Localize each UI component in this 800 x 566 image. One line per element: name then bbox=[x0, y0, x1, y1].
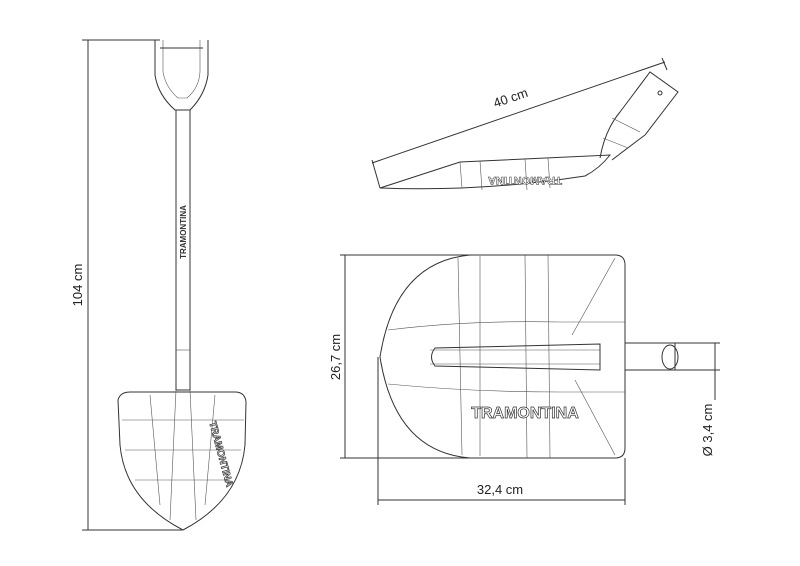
full-shovel-view: 104 cm TRAMONTINA TRAMONTINA bbox=[70, 39, 247, 531]
blade-width-label: 32,4 cm bbox=[477, 482, 523, 497]
shaft-brand-text: TRAMONTINA bbox=[179, 205, 188, 259]
socket-side-profile bbox=[599, 71, 679, 161]
side-view: 40 cm TRAMONTINA bbox=[371, 57, 679, 191]
blade-height-label: 26,7 cm bbox=[328, 334, 343, 380]
shovel-blade-top bbox=[379, 254, 626, 459]
side-length-dimension-line bbox=[371, 61, 666, 164]
blade-side-profile bbox=[379, 154, 612, 190]
blade-top-view: TRAMONTINA 26,7 cm 32,4 cm Ø 3,4 cm bbox=[328, 254, 720, 505]
handle-diameter-label: Ø 3,4 cm bbox=[700, 404, 715, 457]
handle-shaft bbox=[175, 109, 191, 391]
side-brand-text: TRAMONTINA bbox=[488, 174, 562, 186]
side-length-label: 40 cm bbox=[491, 85, 529, 111]
top-brand-text: TRAMONTINA bbox=[471, 405, 579, 422]
handle-stub bbox=[624, 342, 676, 371]
shovel-blade-front bbox=[117, 391, 247, 531]
blade-brand-text: TRAMONTINA bbox=[206, 420, 234, 488]
total-length-label: 104 cm bbox=[70, 264, 85, 307]
